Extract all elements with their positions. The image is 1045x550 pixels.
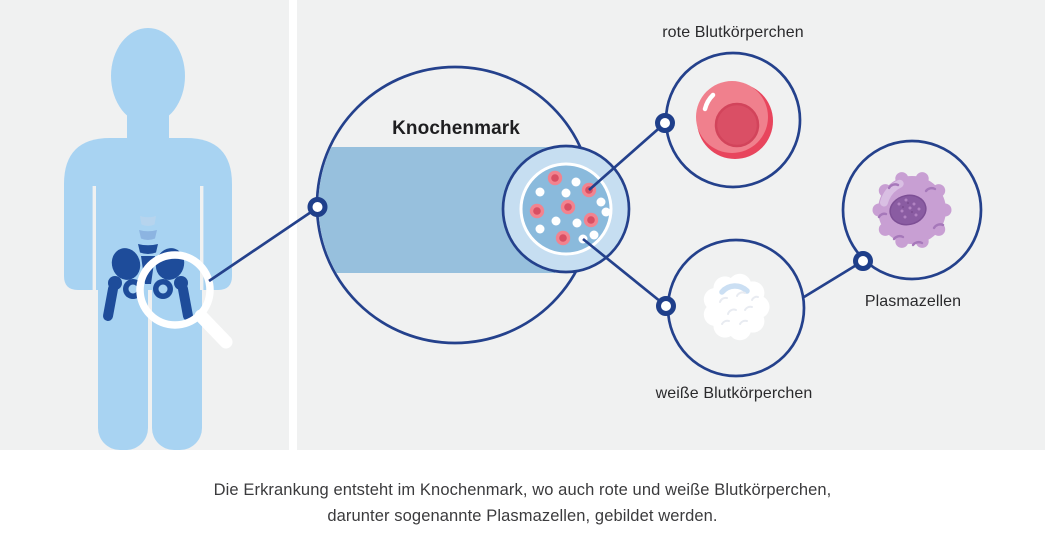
connector-node-plasma (853, 251, 873, 271)
marrow-zoom-circle (501, 144, 631, 274)
red-blood-cells-label: rote Blutkörperchen (662, 24, 804, 41)
bone-marrow-label: Knochenmark (392, 118, 520, 139)
caption-line-2: darunter sogenannte Plasmazellen, gebild… (327, 507, 718, 525)
white-blood-cell-illustration (703, 273, 770, 341)
plasma-cell-circle (841, 139, 983, 281)
connector-line-white-to-plasma (803, 259, 864, 299)
red-blood-cell-illustration (696, 81, 773, 159)
connector-line-marrow-to-white (582, 237, 667, 308)
plasma-cells-label: Plasmazellen (864, 293, 962, 310)
connector-node-red (655, 113, 675, 133)
plasma-cell-illustration (872, 172, 952, 248)
white-blood-cell-circle (666, 238, 806, 378)
connector-node-marrow (307, 197, 328, 217)
red-blood-cell-circle (664, 51, 802, 189)
caption-line-1: Die Erkrankung entsteht im Knochenmark, … (213, 481, 832, 499)
caption: Die Erkrankung entsteht im Knochenmark, … (0, 477, 1045, 529)
connector-node-white (656, 296, 676, 316)
magnifier-icon (136, 251, 233, 349)
connector-nodes (307, 113, 873, 316)
connector-line-marrow-to-red (588, 121, 666, 192)
pelvis-bone-icon (103, 216, 193, 321)
white-blood-cells-label: weiße Blutkörperchen (655, 385, 813, 402)
arm-separator-lines (92, 186, 204, 290)
connector-line-magnifier-to-marrow (208, 206, 318, 283)
